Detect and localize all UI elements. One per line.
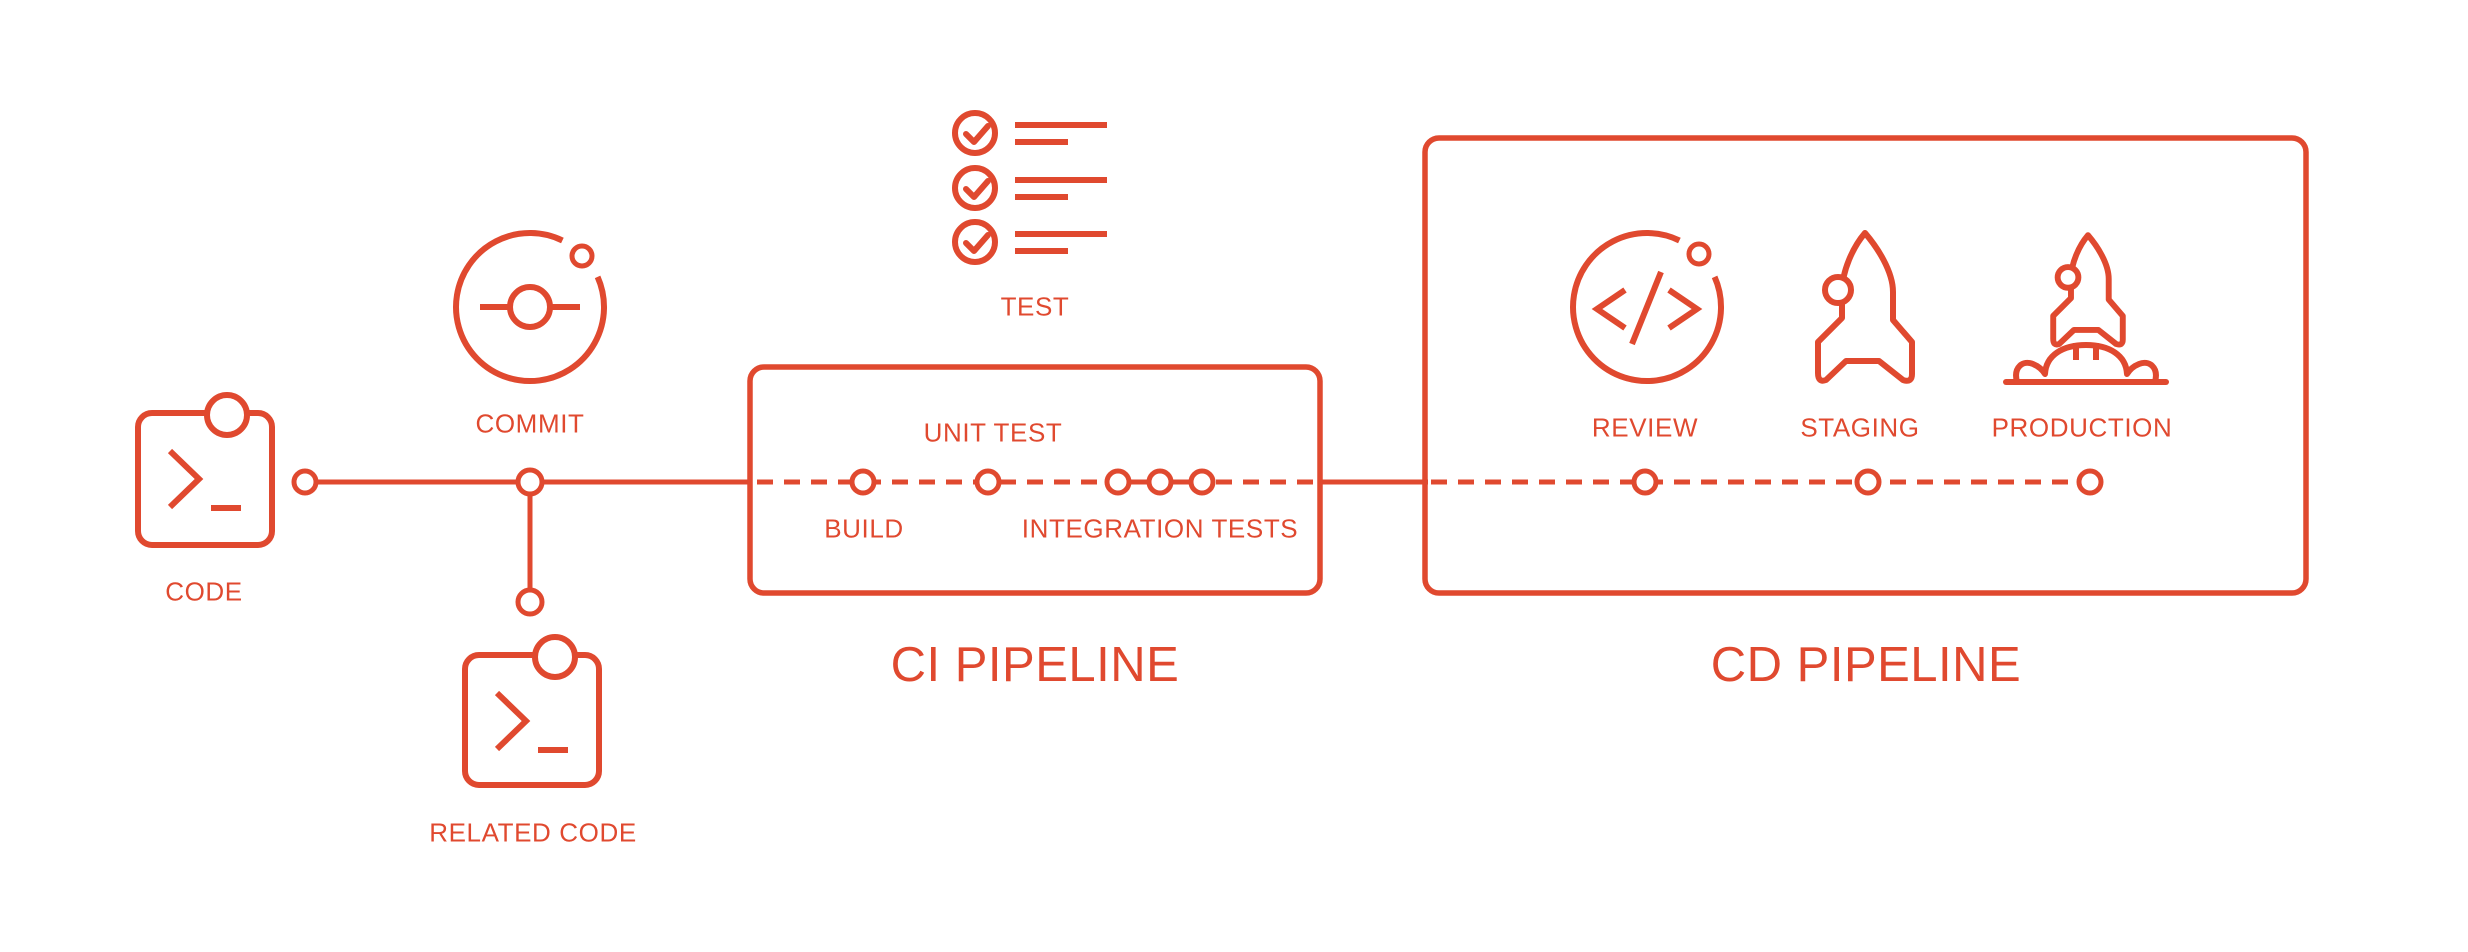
commit-icon [453,230,607,384]
build-label: BUILD [824,513,904,544]
related-code-label: RELATED CODE [429,817,637,848]
review-node [1631,468,1659,496]
staging-label: STAGING [1800,412,1920,443]
integration-node-3 [1188,468,1216,496]
production-node [2076,468,2104,496]
production-label: PRODUCTION [1991,412,2173,443]
integration-tests-label: INTEGRATION TESTS [1021,513,1299,544]
ci-pipeline-title: CI PIPELINE [890,638,1180,692]
integration-node-2 [1146,468,1174,496]
cd-pipeline-box [1422,135,2309,596]
launch-cloud [2013,342,2159,385]
rocket-icon [1815,230,1915,384]
ci-pipeline-box [747,364,1323,596]
checklist-icon [952,110,1107,265]
branch-node [515,587,545,617]
code-review-icon [1570,230,1724,384]
build-node [849,468,877,496]
terminal-code-icon [135,392,275,548]
staging-node [1854,468,1882,496]
commit-label: COMMIT [475,408,585,439]
review-label: REVIEW [1591,412,1699,443]
integration-node-1 [1104,468,1132,496]
pipeline-nodes [291,467,2104,617]
cd-pipeline-title: CD PIPELINE [1710,638,2022,692]
unit-test-node [974,468,1002,496]
unit-test-label: UNIT TEST [923,417,1063,448]
related-code-icon [462,634,602,788]
start-node [291,468,319,496]
test-label: TEST [1000,291,1070,322]
code-label: CODE [165,576,243,607]
rocket-launch-icon [2003,232,2169,385]
commit-node [515,467,545,497]
